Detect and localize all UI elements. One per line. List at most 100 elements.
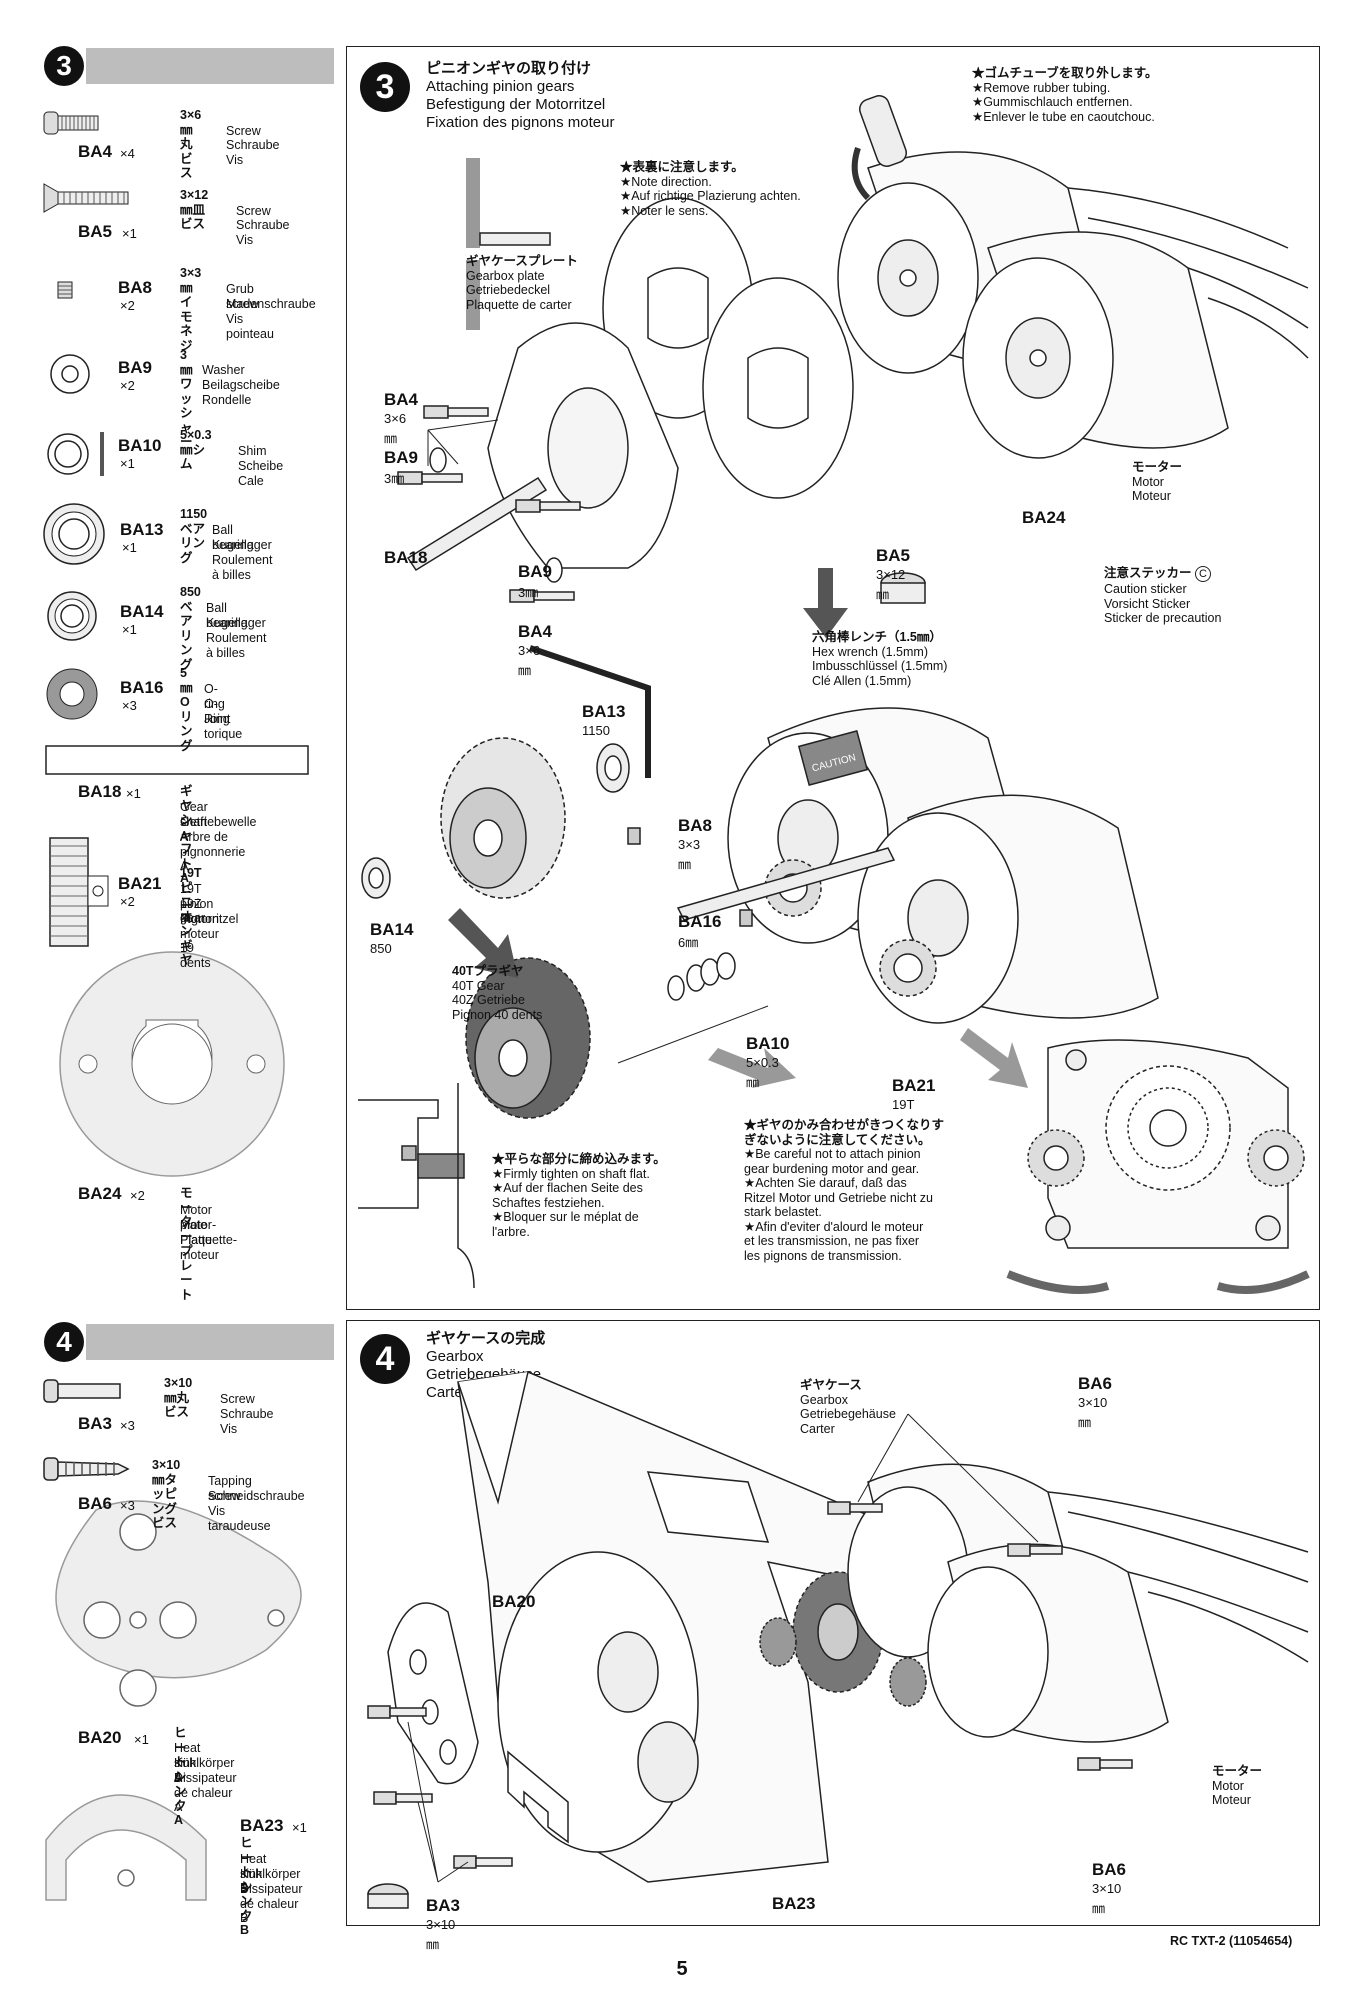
callout-ba6: BA6 3×10㎜ [1092,1860,1127,1916]
part-jp: 3×10㎜タッピングビス [152,1458,181,1530]
grub-screw-icon [57,281,73,299]
part-qty: ×3 [120,1498,135,1513]
title-en: Attaching pinion gears [426,78,575,95]
part-fr: Dissipateur de chaleur B [240,1882,303,1925]
step3-title: ピニオンギヤの取り付け Attaching pinion gears Befes… [426,60,614,132]
countersunk-screw-icon [479,232,551,246]
ball-bearing-part [361,857,391,899]
hex-wrench-label: 六角棒レンチ（1.5㎜） Hex wrench (1.5mm) Imbussch… [812,630,948,688]
part-qty: ×1 [292,1820,307,1835]
screw-icon [43,1379,121,1403]
part-fr: Joint torique [204,712,243,741]
gearbox-label: ギヤケース Gearbox Getriebegehäuse Carter [800,1378,896,1436]
part-code: BA8 [118,278,153,297]
remove-arrow-icon [851,147,871,201]
part-de: Kühlkörper A [174,1756,235,1785]
screw-icon [423,405,489,419]
part-qty: ×4 [120,146,135,161]
motor-icon [927,1543,1309,1743]
down-arrow-icon [803,568,848,638]
part-fr: Roulement à billes [206,631,267,660]
part-jp: 850ベアリング [180,585,201,672]
callout-ba5: BA5 3×12㎜ [876,546,911,602]
part-code: BA24 [78,1184,122,1203]
part-code: BA18 [78,782,122,801]
part-de: Schneidschraube [208,1489,305,1503]
gearbox-plate-label: ギヤケースプレート Gearbox plate Getriebedeckel P… [466,254,578,312]
part-code: BA14 [120,602,164,621]
spur-gear-40t-part [440,737,566,899]
callout-ba14: BA14 850 [370,920,414,956]
part-code: BA21 [118,874,162,893]
remove-rubber-tubing-note: ★ゴムチューブを取り外します。 ★Remove rubber tubing. ★… [972,66,1158,124]
gear-shaft-icon [45,745,309,775]
part-de: Kühlkörper B [240,1867,301,1896]
part-qty: ×2 [120,378,135,393]
part-en: Gear shaft A [180,800,208,843]
part-qty: ×1 [134,1732,149,1747]
pinion-gear-icon [49,837,109,947]
part-code: BA10 [118,436,162,455]
part-qty: ×1 [126,786,141,801]
step4-diagram-frame [346,1320,1320,1926]
step3-number-badge: 3 [44,46,84,86]
part-jp: 5×0.3㎜シム [180,428,212,471]
screw-icon [509,589,575,603]
callout-ba8: BA8 3×3㎜ [678,816,713,872]
part-de: Scheibe [238,459,284,473]
step4-number-badge: 4 [44,1322,84,1362]
callout-ba16: BA16 6㎜ [678,912,722,950]
part-de: O-Ring [204,697,230,726]
part-jp: ギヤシャフトA [180,784,193,885]
part-en: Motor plate [180,1203,212,1232]
callout-ba4: BA4 3×6㎜ [518,622,553,678]
gear-mesh-note: ★ギヤのかみ合わせがきつくなりす ぎないように注意してください。 ★Be car… [744,1118,945,1263]
motor-plate-icon [59,951,285,1177]
shim-icon [47,432,104,476]
step3-diagram-frame [346,46,1320,1310]
o-ring-icon [46,668,98,720]
title-jp: ピニオンギヤの取り付け [426,60,592,77]
direction-bar [466,260,480,330]
gear-shaft-part [406,476,548,572]
direction-bar [466,158,480,248]
part-en: Screw [236,204,271,218]
part-jp: 3×12㎜皿ビス [180,188,209,231]
hex-wrench-icon [529,645,651,778]
heat-sink-a-icon [55,1500,302,1707]
part-jp: ヒートシンクB [240,1836,253,1937]
callout-ba9: BA9 3㎜ [518,562,553,600]
screw-icon [397,471,463,485]
callout-ba9: BA9 3㎜ [384,448,419,486]
part-fr: Dissipateur de chaleur A [174,1771,237,1814]
part-de: Schraube [226,138,280,152]
part-de: Getriebewelle A [180,815,257,844]
part-qty: ×2 [120,298,135,313]
part-en: Ball bearing [206,601,248,630]
ball-bearing-small-icon [47,591,97,641]
heat-sink-b-part [507,1750,569,1844]
motor-icon [962,231,1309,459]
model-code: RC TXT-2 (11054654) [1170,1934,1293,1948]
callout-ba4: BA4 3×6㎜ [384,390,419,446]
o-ring-icon [716,952,736,980]
part-code: BA20 [78,1728,122,1747]
part-qty: ×3 [122,698,137,713]
part-fr: Cale [238,474,264,488]
part-qty: ×1 [122,540,137,555]
ball-bearing-icon [43,503,105,565]
step3-illustration: CAUTION [358,95,1310,1294]
part-jp: 5㎜Oリング [180,666,193,753]
part-code: BA13 [120,520,164,539]
step4-header-bar [86,1324,334,1360]
step3-header-bar [86,48,334,84]
step4-title-badge: 4 [360,1334,410,1384]
tapping-screw-icon [1077,1757,1133,1771]
part-jp: 19Tピニオンギヤ [180,866,202,967]
heat-sink-a-part [387,1602,479,1785]
part-de: 19Z Motorritzel [180,897,239,926]
part-code: BA3 [78,1414,113,1433]
rotate-arrow-icon [1216,1270,1310,1294]
part-code: BA9 [118,358,153,377]
part-fr: Vis pointeau [226,312,274,341]
